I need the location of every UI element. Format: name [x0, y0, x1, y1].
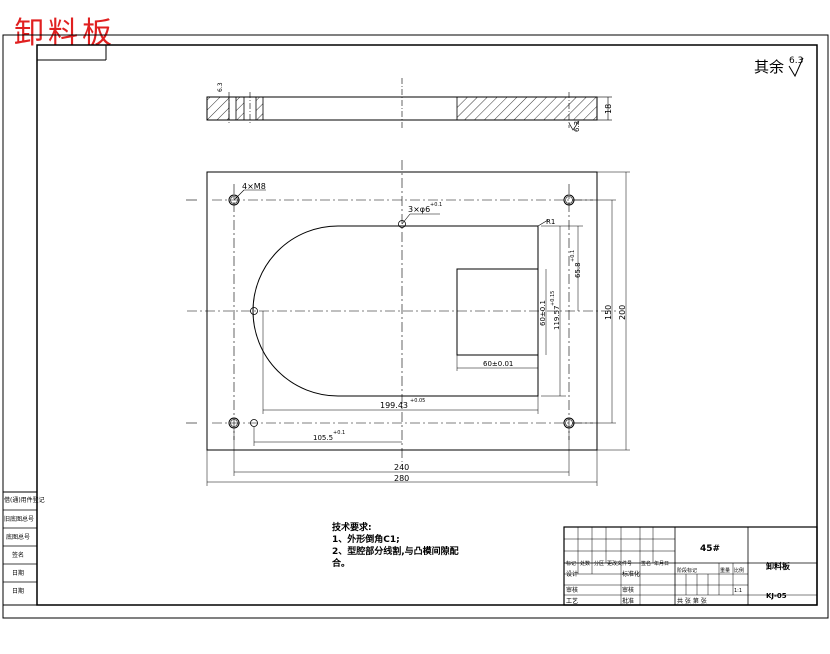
inner-border [36, 44, 818, 606]
tech-item-1: 1、外形倒角C1; [332, 533, 400, 545]
title-row-label: 签名 [641, 560, 651, 567]
review-label: 审核 [566, 586, 578, 594]
tech-requirements: 技术要求: 1、外形倒角C1; 2、型腔部分线割,与凸模间隙配 合。 [332, 521, 459, 569]
top-view: 4×M8 3×φ6 +0.1 R1 65.8 +0.1 60±0.1 119.5… [186, 160, 630, 486]
outer-border [2, 34, 829, 619]
drawing-number: KJ-05 [766, 592, 787, 600]
scale-value: 1:1 [734, 588, 742, 594]
pin-hole [250, 307, 258, 315]
title-row-label: 处数 [580, 560, 590, 567]
title-row-label: 年月日 [654, 560, 669, 567]
title-row-label: 更改文件号 [607, 560, 632, 567]
holes-label: 4×M8 [242, 182, 266, 191]
strip-label: 借(通)用件登记 [4, 496, 45, 504]
title-block: 标记 处数 分区 更改文件号 签名 年月日 设计 标准化 审核 审核 工艺 批准… [563, 526, 818, 606]
pins-label: 3×φ6 [408, 205, 430, 214]
side-roughness-label: 6.3 [573, 121, 581, 132]
material: 45# [700, 544, 720, 554]
title-row-label: 分区 [594, 560, 604, 567]
thickness-label: 18 [604, 104, 613, 114]
strip-label: 日期 [12, 587, 24, 595]
part-name: 卸料板 [766, 561, 791, 571]
dim-200: 200 [618, 305, 627, 320]
dim-199-tol: +0.05 [410, 398, 425, 404]
tech-item-2: 2、型腔部分线割,与凸模间隙配 [332, 545, 459, 557]
approve-label: 批准 [622, 597, 634, 605]
strip-label: 签名 [12, 551, 24, 559]
title-row-label: 标记 [566, 560, 576, 567]
scale-label: 比例 [734, 567, 744, 574]
surface-note: 其余 6.3 [754, 56, 804, 78]
dim-60-vertical: 60±0.1 [539, 300, 547, 326]
surface-note-value: 6.3 [789, 56, 803, 66]
dim-280: 280 [394, 474, 409, 483]
screw-hole [228, 194, 240, 206]
tech-heading: 技术要求: [332, 521, 372, 533]
process-label: 工艺 [566, 597, 578, 605]
dim-105: 105.5 [313, 434, 333, 442]
dim-105-tol: +0.1 [333, 430, 345, 436]
strip-label: 旧底图总号 [4, 515, 34, 523]
dim-119: 119.57 [553, 306, 561, 331]
pins-tolerance: +0.1 [430, 202, 442, 208]
dim-60-horizontal: 60±0.01 [483, 360, 513, 368]
stage-mark-label: 阶段标记 [677, 567, 697, 574]
roughness-symbol-icon [788, 57, 804, 78]
check-label: 审核 [622, 586, 634, 594]
dim-199: 199.43 [380, 401, 408, 410]
dim-240: 240 [394, 463, 409, 472]
standardize-label: 标准化 [622, 570, 640, 578]
strip-label: 日期 [12, 569, 24, 577]
weight-label: 重量 [720, 567, 730, 574]
strip-label: 底图总号 [6, 533, 30, 541]
cavity-outline [252, 225, 539, 397]
side-view: 18 6.3 6.3 [206, 78, 613, 132]
dim-65-tol: +0.1 [570, 250, 576, 262]
left-strip: 借(通)用件登记 旧底图总号 底图总号 签名 日期 日期 [2, 491, 45, 606]
tech-item-2b: 合。 [332, 557, 350, 569]
dim-150: 150 [604, 305, 613, 320]
punch-window [456, 268, 539, 356]
side-left-roughness-label: 6.3 [217, 82, 224, 92]
surface-note-prefix: 其余 [754, 58, 784, 76]
pin-hole [250, 419, 258, 427]
dim-119-tol: +0.15 [550, 291, 556, 306]
sheets-label: 共 张 第 张 [677, 597, 707, 605]
pin-hole [398, 220, 406, 228]
radius-label: R1 [546, 218, 555, 226]
design-label: 设计 [566, 570, 578, 578]
roughness-symbol-icon [568, 120, 580, 131]
dim-65: 65.8 [574, 262, 582, 278]
